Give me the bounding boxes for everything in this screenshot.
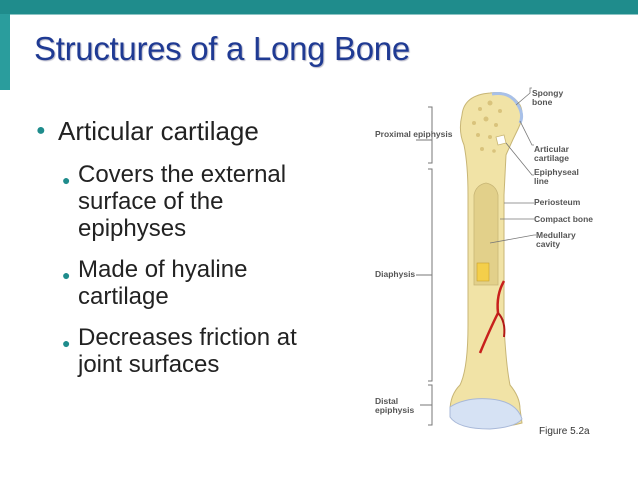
label-compact-bone: Compact bone (534, 214, 594, 224)
top-accent-bar (0, 0, 638, 14)
label-periosteum: Periosteum (534, 197, 581, 207)
sub-bullet-text: Covers the external surface of the epiph… (78, 161, 287, 242)
top-accent-line (10, 14, 638, 15)
sub-bullet-text: Decreases friction at joint surfaces (78, 324, 297, 378)
label-diaphysis: Diaphysis (375, 269, 416, 279)
bullet-dot-icon: ● (62, 172, 71, 188)
label-proximal-epiphysis: Proximal epiphysis (375, 129, 453, 139)
figure-caption: Figure 5.2a (539, 426, 590, 437)
left-accent-bar (0, 14, 10, 90)
label-epiphyseal-line: Epiphyseal line (534, 167, 579, 186)
label-medullary-cavity: Medullary cavity (536, 230, 576, 249)
bullet-main: ● Articular cartilage (36, 116, 336, 147)
sub-bullet: ● Covers the external surface of the epi… (62, 161, 336, 242)
bullet-dot-icon: ● (62, 267, 71, 283)
label-distal-epiphysis: Distal epiphysis (375, 396, 415, 415)
slide-title: Structures of a Long Bone (34, 30, 410, 67)
sub-bullet-text: Made of hyaline cartilage (78, 256, 248, 310)
bullet-main-text: Articular cartilage (58, 116, 259, 146)
sub-bullet: ● Decreases friction at joint surfaces (62, 324, 336, 378)
label-spongy-bone: Spongy bone (532, 88, 564, 107)
bullet-dot-icon: ● (36, 122, 46, 139)
long-bone-figure: Proximal epiphysis Diaphysis Distal epip… (370, 85, 630, 455)
long-bone-illustration (416, 87, 536, 430)
bullet-dot-icon: ● (62, 335, 71, 351)
sub-bullet: ● Made of hyaline cartilage (62, 256, 336, 310)
bullet-list: ● Articular cartilage ● Covers the exter… (36, 116, 336, 378)
label-articular-cartilage: Articular cartilage (534, 144, 569, 163)
